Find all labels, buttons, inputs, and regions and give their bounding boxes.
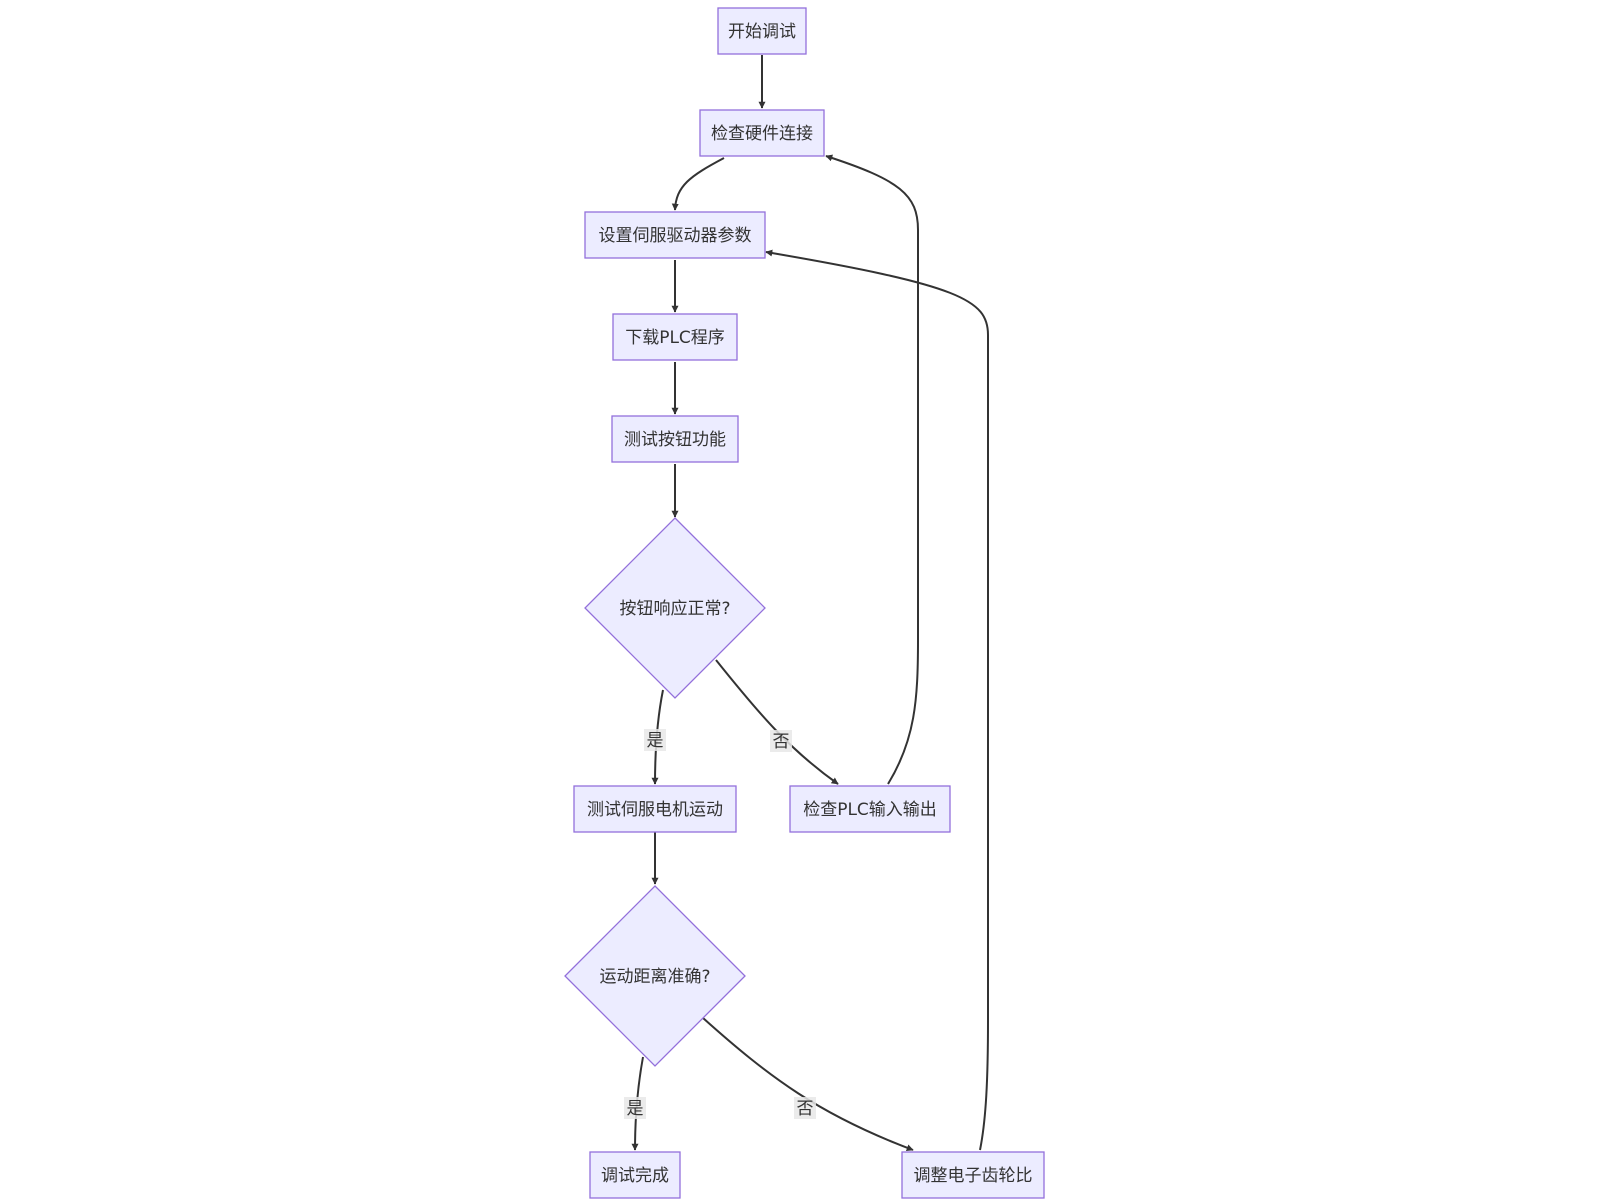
node-distance-ok-decision-label: 运动距离准确? [599,967,710,987]
edge-plc-io-to-check-hw [825,154,919,785]
node-test-button-label: 测试按钮功能 [624,430,726,450]
node-start[interactable]: 开始调试 [717,7,807,55]
edge-label-button-no: 否 [773,732,790,752]
node-download-plc-label: 下载PLC程序 [625,328,725,348]
edge-labels: 是 否 是 否 [624,729,816,1119]
edge-label-distance-yes: 是 [627,1099,644,1119]
node-download-plc[interactable]: 下载PLC程序 [612,313,738,361]
edge-label-button-yes: 是 [647,731,664,751]
node-test-servo-motor[interactable]: 测试伺服电机运动 [573,785,737,833]
edge-check-hw-to-set-servo [671,157,725,211]
node-test-button[interactable]: 测试按钮功能 [611,415,739,463]
node-button-ok-decision-label: 按钮响应正常? [619,599,730,619]
node-button-ok-decision[interactable]: 按钮响应正常? [584,517,766,699]
node-check-plc-io-label: 检查PLC输入输出 [803,800,937,820]
node-check-hardware-label: 检查硬件连接 [711,124,813,144]
node-debug-done-label: 调试完成 [601,1166,669,1186]
edge-label-distance-no: 否 [797,1099,814,1119]
edge-adjust-to-set-servo [765,249,989,1151]
edge-button-no [715,659,839,785]
node-set-servo-params[interactable]: 设置伺服驱动器参数 [584,211,766,259]
node-distance-ok-decision[interactable]: 运动距离准确? [564,885,746,1067]
node-check-hardware[interactable]: 检查硬件连接 [699,109,825,157]
node-check-plc-io[interactable]: 检查PLC输入输出 [789,785,951,833]
node-adjust-gear-ratio-label: 调整电子齿轮比 [914,1166,1033,1186]
node-set-servo-params-label: 设置伺服驱动器参数 [599,226,752,246]
node-adjust-gear-ratio[interactable]: 调整电子齿轮比 [901,1151,1045,1199]
node-debug-done[interactable]: 调试完成 [589,1151,681,1199]
node-test-servo-motor-label: 测试伺服电机运动 [587,800,723,820]
edge-distance-no [702,1017,914,1152]
nodes: 开始调试 检查硬件连接 设置伺服驱动器参数 下载PLC程序 测试按钮功能 按钮响… [564,7,1045,1199]
node-start-label: 开始调试 [728,22,796,42]
